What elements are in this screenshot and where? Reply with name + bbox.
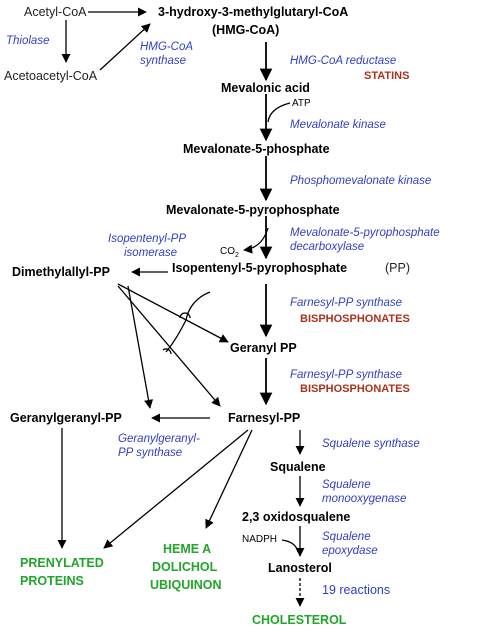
co2-curve bbox=[243, 227, 269, 254]
enzyme-farnesyl-pp-synthase-1: Farnesyl-PP synthase bbox=[290, 297, 402, 309]
node-dimethylallyl-pp: Dimethylallyl-PP bbox=[12, 265, 110, 279]
node-lanosterol: Lanosterol bbox=[268, 561, 332, 575]
pathway-products: PRENYLATED PROTEINS HEME A DOLICHOL UBIQ… bbox=[20, 542, 347, 627]
enzyme-phosphomevalonate-kinase: Phosphomevalonate kinase bbox=[290, 175, 431, 187]
node-geranylgeranyl-pp: Geranylgeranyl-PP bbox=[10, 411, 122, 425]
enzyme-hmg-coa-synthase-line2: synthase bbox=[140, 55, 186, 67]
node-farnesyl-pp: Farnesyl-PP bbox=[228, 411, 300, 425]
arrow-dmapp-to-geranylpp bbox=[117, 283, 229, 343]
node-hmg-coa: 3-hydroxy-3-methylglutaryl-CoA bbox=[158, 5, 348, 19]
enzyme-thiolase: Thiolase bbox=[6, 35, 49, 47]
node-mevalonic-acid: Mevalonic acid bbox=[221, 81, 310, 95]
node-oxidosqualene: 2,3 oxidosqualene bbox=[242, 510, 350, 524]
node-acetoacetyl-coa: Acetoacetyl-CoA bbox=[4, 69, 98, 83]
enzyme-ggpp-synthase-line1: Geranylgeranyl- bbox=[118, 433, 200, 445]
nadph-curve bbox=[281, 539, 299, 553]
node-isopentenyl-pp-abbr: (PP) bbox=[385, 261, 410, 275]
enzyme-ipp-isomerase-line1: Isopentenyl-PP bbox=[108, 233, 186, 245]
pathway-nodes: Acetyl-CoA Acetoacetyl-CoA 3-hydroxy-3-m… bbox=[4, 5, 410, 597]
enzyme-squalene-monooxygenase-line2: monooxygenase bbox=[322, 493, 406, 505]
enzyme-ggpp-synthase-line2: PP synthase bbox=[118, 447, 182, 459]
node-19-reactions: 19 reactions bbox=[322, 583, 390, 597]
enzyme-hmg-coa-reductase: HMG-CoA reductase bbox=[290, 55, 396, 67]
pathway-inhibitors: STATINS BISPHOSPHONATES BISPHOSPHONATES bbox=[300, 70, 410, 395]
arrow-dmapp-to-farnesylpp bbox=[117, 285, 221, 407]
enzyme-farnesyl-pp-synthase-2: Farnesyl-PP synthase bbox=[290, 369, 402, 381]
enzyme-squalene-monooxygenase-line1: Squalene bbox=[322, 479, 371, 491]
enzyme-mevalonate-kinase: Mevalonate kinase bbox=[290, 119, 386, 131]
node-acetyl-coa: Acetyl-CoA bbox=[24, 5, 87, 19]
pathway-enzymes: Thiolase HMG-CoA synthase HMG-CoA reduct… bbox=[6, 35, 440, 557]
node-mevalonate-5-pyrophosphate: Mevalonate-5-pyrophosphate bbox=[166, 203, 340, 217]
inhibitor-bisphosphonates-1: BISPHOSPHONATES bbox=[300, 313, 410, 325]
inhibitor-statins: STATINS bbox=[364, 70, 409, 82]
node-nadph: NADPH bbox=[242, 534, 277, 545]
product-ubiquinon: UBIQUINON bbox=[150, 578, 222, 592]
product-prenylated-line1: PRENYLATED bbox=[20, 556, 104, 570]
node-squalene: Squalene bbox=[270, 460, 326, 474]
ipp-branch-curve-1 bbox=[185, 291, 211, 321]
ipp-branch-hop-2 bbox=[162, 348, 172, 355]
node-co2: CO2 bbox=[220, 246, 239, 259]
node-mevalonate-5-phosphate: Mevalonate-5-phosphate bbox=[183, 142, 330, 156]
node-geranyl-pp: Geranyl PP bbox=[230, 341, 297, 355]
product-cholesterol: CHOLESTEROL bbox=[252, 613, 347, 627]
ipp-branch-curve-2 bbox=[165, 319, 187, 353]
enzyme-squalene-epoxydase-line2: epoxydase bbox=[322, 545, 378, 557]
arrow-acetoacetyl-to-hmg bbox=[99, 23, 151, 71]
product-dolichol: DOLICHOL bbox=[152, 560, 218, 574]
arrow-farnesylpp-to-prenylated bbox=[103, 429, 249, 549]
enzyme-hmg-coa-synthase-line1: HMG-CoA bbox=[140, 41, 193, 53]
node-isopentenyl-pp: Isopentenyl-5-pyrophosphate bbox=[172, 261, 347, 275]
atp-curve bbox=[267, 102, 291, 123]
product-heme-a: HEME A bbox=[163, 542, 211, 556]
ipp-branch-hop bbox=[179, 312, 191, 319]
product-prenylated-line2: PROTEINS bbox=[20, 574, 84, 588]
node-hmg-coa-abbr: (HMG-CoA) bbox=[212, 23, 279, 37]
inhibitor-bisphosphonates-2: BISPHOSPHONATES bbox=[300, 383, 410, 395]
enzyme-mpp-decarboxylase-line2: decarboxylase bbox=[290, 241, 364, 253]
arrow-dmapp-to-ggpp bbox=[127, 285, 154, 409]
node-atp: ATP bbox=[292, 98, 311, 109]
enzyme-squalene-epoxydase-line1: Squalene bbox=[322, 531, 371, 543]
arrow-farnesylpp-to-heme bbox=[205, 429, 253, 529]
pathway-arrows bbox=[57, 7, 305, 607]
enzyme-squalene-synthase: Squalene synthase bbox=[322, 438, 420, 450]
enzyme-mpp-decarboxylase-line1: Mevalonate-5-pyrophosphate bbox=[290, 227, 440, 239]
enzyme-ipp-isomerase-line2: isomerase bbox=[124, 247, 177, 259]
